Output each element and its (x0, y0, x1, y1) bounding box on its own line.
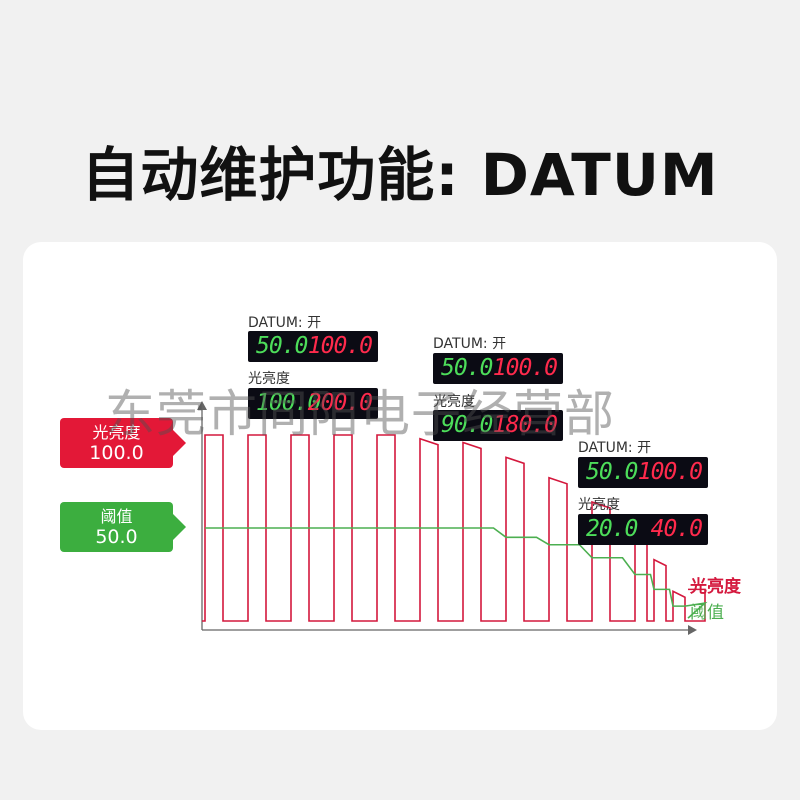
datum-red-value-2: 100.0 (492, 355, 558, 381)
brightness-display-1: 100.0 200.0 (248, 388, 378, 419)
threshold-tag-pointer (173, 514, 186, 540)
brightness-red-value-2: 180.0 (492, 412, 558, 438)
datum-red-value-3: 100.0 (637, 459, 703, 485)
brightness-green-value-1: 100.0 (256, 390, 321, 416)
legend-threshold: 阈值 (690, 603, 724, 623)
threshold-series-line (205, 527, 708, 619)
y-axis-arrow (197, 401, 207, 410)
brightness-display-2: 90.0 180.0 (433, 410, 563, 441)
datum-label-1: DATUM: 开 (248, 315, 322, 331)
brightness-green-value-2: 90.0 (441, 412, 493, 438)
chart-axes (197, 401, 697, 635)
datum-display-2: 50.0 100.0 (433, 353, 563, 384)
brightness-tag: 光亮度 100.0 (60, 418, 186, 468)
threshold-tag-label: 阈值 (100, 507, 133, 526)
datum-label-3: DATUM: 开 (578, 440, 652, 456)
datum-green-value-1: 50.0 (256, 333, 308, 359)
brightness-display-3: 20.0 40.0 (578, 514, 708, 545)
brightness-label-3: 光亮度 (578, 497, 620, 513)
page-title: 自动维护功能: DATUM (81, 141, 719, 209)
datum-green-value-2: 50.0 (441, 355, 493, 381)
datum-display-3: 50.0 100.0 (578, 457, 708, 488)
legend-brightness: 光亮度 (690, 577, 741, 597)
threshold-tag: 阈值 50.0 (60, 502, 186, 552)
brightness-red-value-1: 200.0 (307, 390, 373, 416)
x-axis-arrow (688, 625, 697, 635)
brightness-label-1: 光亮度 (248, 371, 290, 387)
datum-green-value-3: 50.0 (586, 459, 638, 485)
datum-label-2: DATUM: 开 (433, 336, 507, 352)
brightness-tag-label: 光亮度 (92, 423, 141, 442)
brightness-series-line (202, 434, 706, 622)
brightness-green-value-3: 20.0 (586, 516, 638, 542)
datum-red-value-1: 100.0 (307, 333, 373, 359)
brightness-tag-value: 100.0 (89, 442, 144, 464)
brightness-tag-pointer (173, 430, 186, 456)
brightness-label-2: 光亮度 (433, 394, 475, 410)
chart-plot (202, 434, 708, 622)
brightness-red-value-3: 40.0 (650, 516, 703, 542)
threshold-tag-value: 50.0 (95, 526, 138, 548)
datum-display-1: 50.0 100.0 (248, 331, 378, 362)
